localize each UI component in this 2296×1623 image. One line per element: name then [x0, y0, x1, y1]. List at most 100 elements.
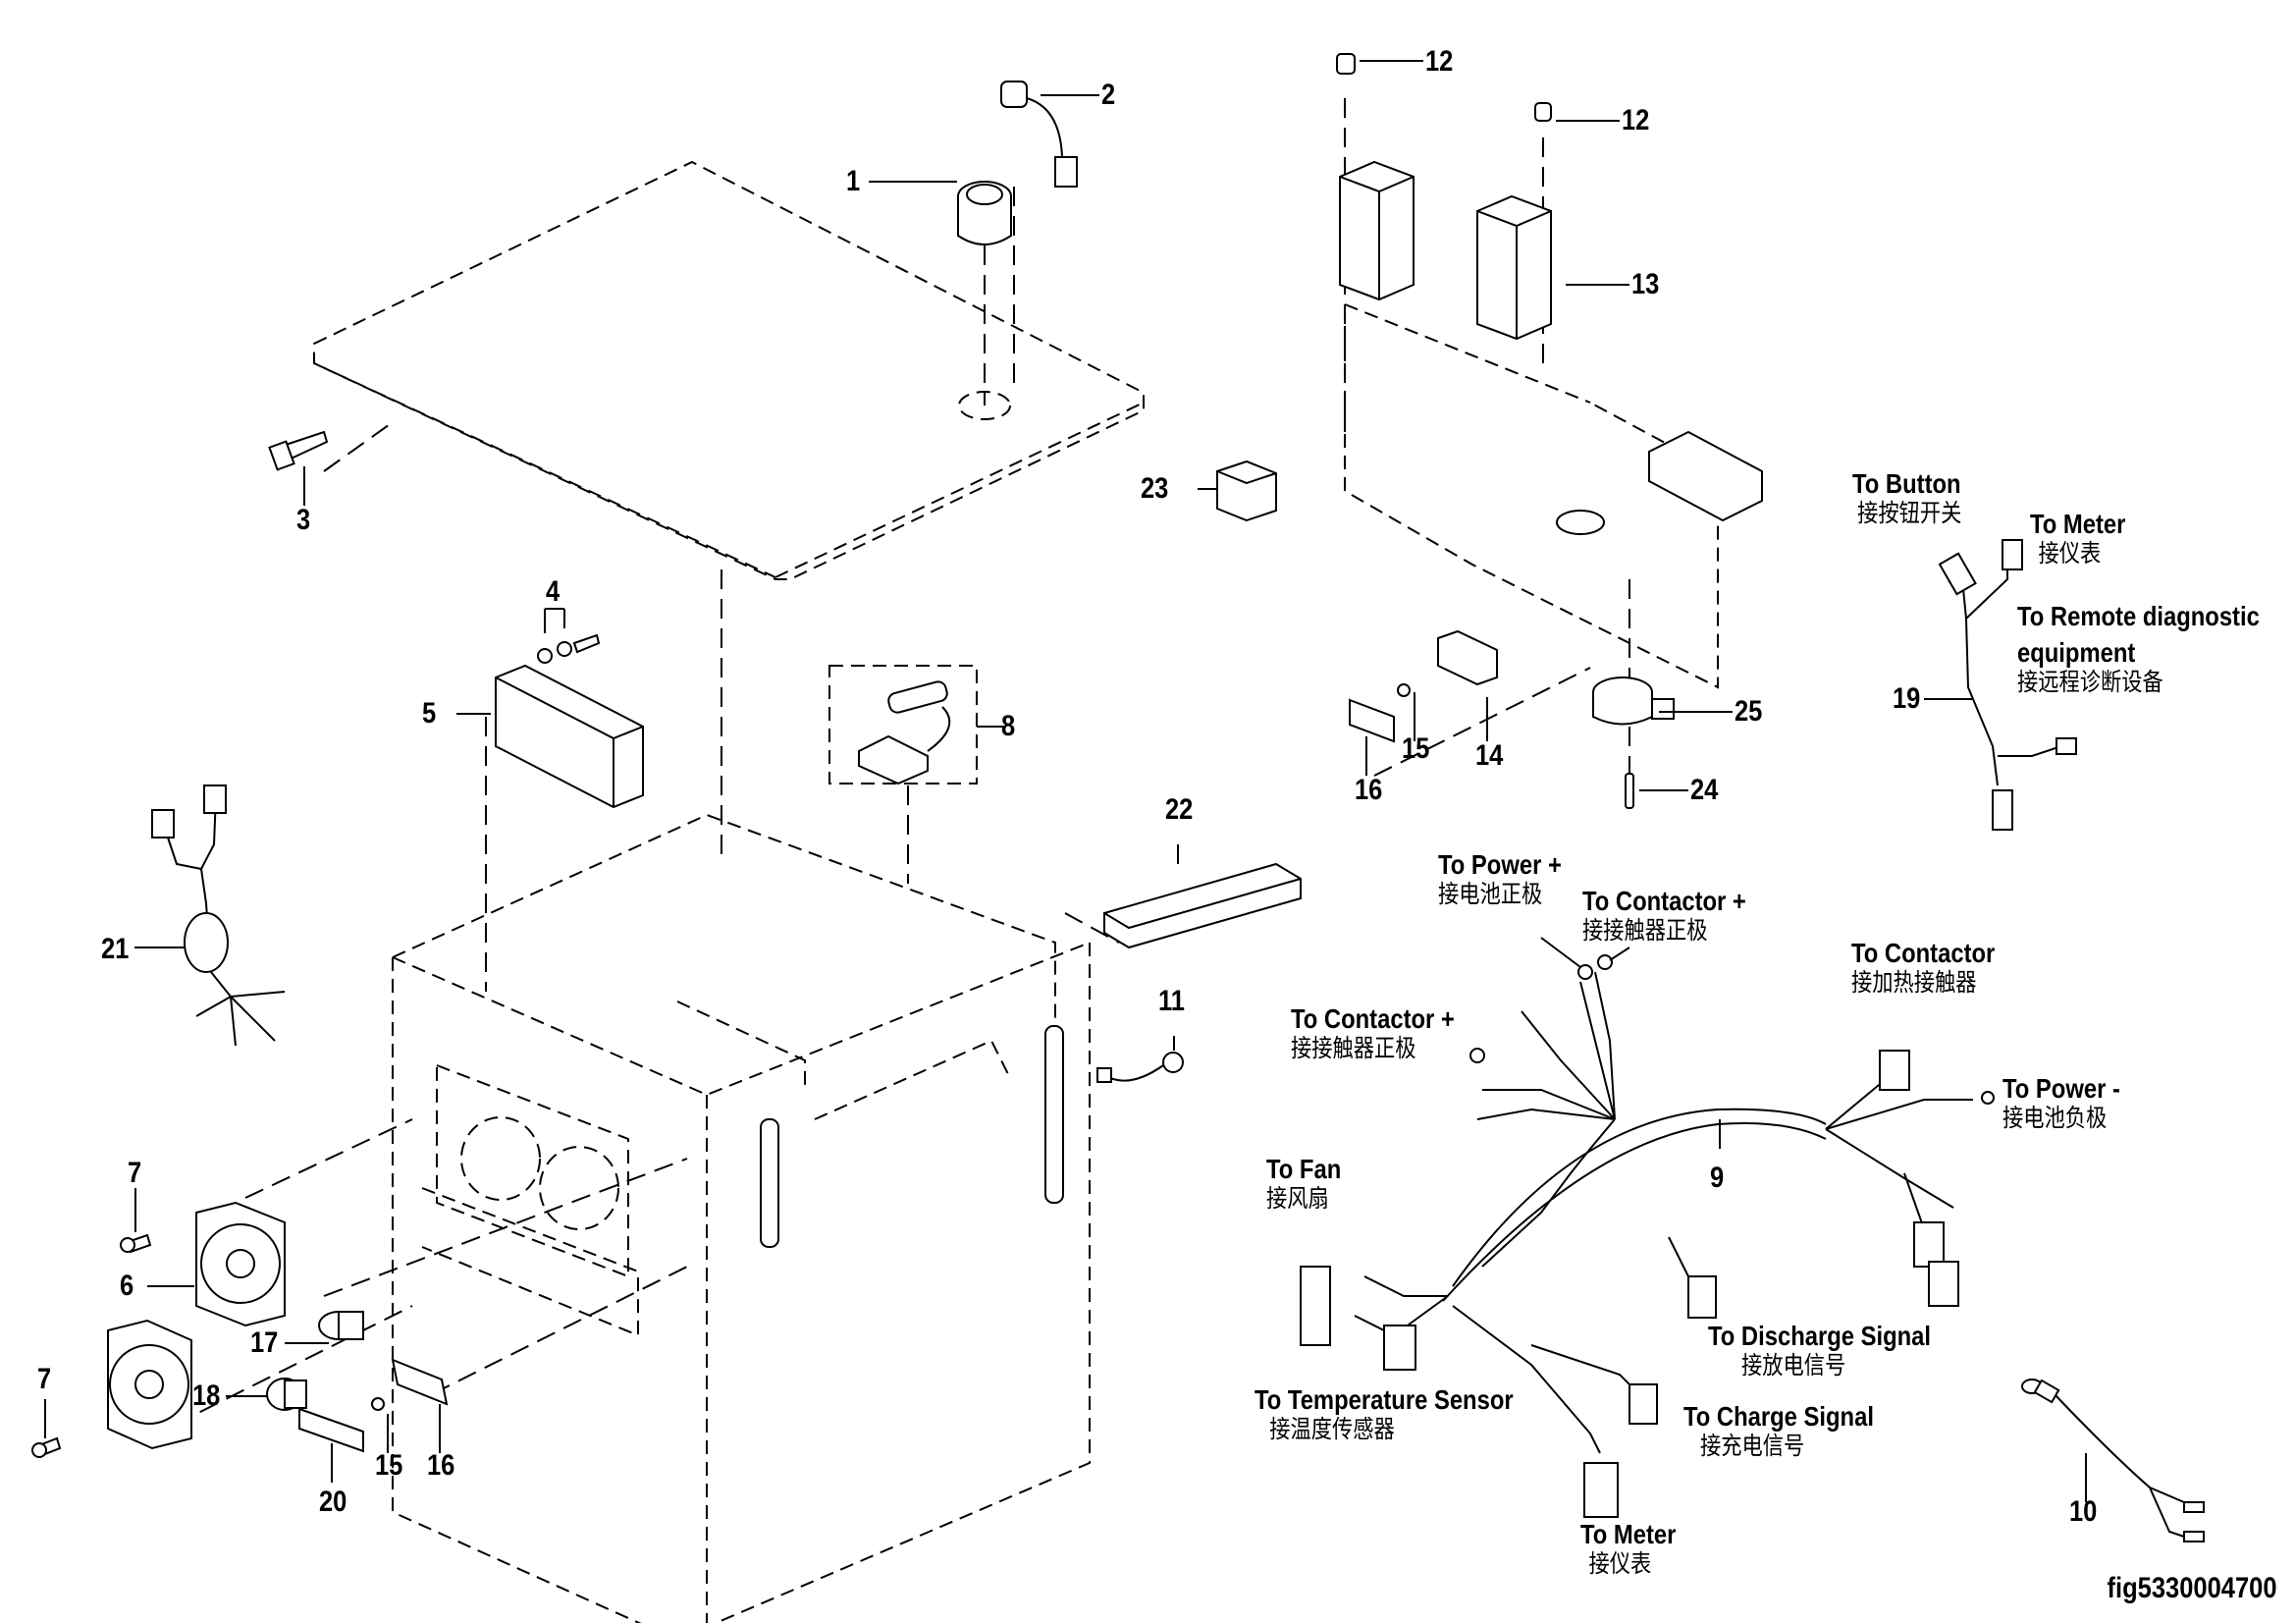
note-9-to-discharge-signal: To Discharge Signal 接放电信号 [1708, 1321, 1931, 1380]
part-6-cooling-fan-2 [107, 1319, 192, 1450]
callout-12a: 12 [1425, 45, 1454, 78]
note-zh: 接温度传感器 [1269, 1415, 1395, 1443]
part-8-sensor [828, 665, 978, 785]
note-zh: 接电池正极 [1438, 880, 1543, 908]
part-15-screw-right [1397, 683, 1411, 697]
part-18-grommet [266, 1378, 307, 1411]
note-zh: 接加热接触器 [1851, 968, 1977, 997]
callout-11: 11 [1158, 985, 1185, 1017]
callout-1: 1 [846, 165, 861, 197]
note-en: To Charge Signal [1683, 1401, 1874, 1432]
callout-23: 23 [1141, 472, 1169, 505]
callout-14: 14 [1475, 739, 1504, 772]
note-9-to-contactor-heater: To Contactor 接加热接触器 [1851, 938, 1995, 998]
part-21-harness [151, 784, 286, 1047]
note-en: To Power + [1438, 849, 1562, 880]
part-3-bolt [268, 430, 329, 471]
note-9-to-temperature-sensor: To Temperature Sensor 接温度传感器 [1255, 1384, 1514, 1444]
note-19-to-meter: To Meter 接仪表 [2030, 509, 2125, 568]
callout-21: 21 [101, 933, 130, 965]
callout-24: 24 [1690, 774, 1719, 806]
note-zh: 接远程诊断设备 [2017, 668, 2163, 696]
callout-25: 25 [1735, 695, 1763, 728]
callout-16b: 16 [427, 1449, 455, 1482]
callout-7b: 7 [37, 1363, 52, 1395]
callout-16a: 16 [1355, 774, 1383, 806]
note-zh: 接按钮开关 [1857, 499, 1962, 527]
callout-22: 22 [1165, 793, 1194, 826]
part-9-main-harness [1300, 954, 1995, 1518]
note-zh: 接接触器正极 [1291, 1034, 1416, 1062]
callout-15a: 15 [1402, 732, 1430, 765]
part-20-fuse [298, 1407, 364, 1453]
callout-6: 6 [120, 1270, 134, 1302]
callout-20: 20 [319, 1486, 347, 1518]
note-en: To Button [1852, 468, 1961, 499]
part-7-screws [31, 1233, 152, 1458]
note-zh: 接仪表 [1588, 1549, 1652, 1578]
callout-13: 13 [1631, 268, 1660, 300]
note-en: To Meter [2030, 509, 2126, 539]
note-19-to-remote-diagnostic: To Remote diagnostic equipment 接远程诊断设备 [2017, 601, 2260, 697]
note-en: To Fan [1266, 1154, 1342, 1184]
part-13-contactor [1339, 160, 1552, 341]
part-17-grommet [318, 1311, 364, 1340]
callout-17: 17 [250, 1326, 279, 1359]
part-12-bolts [1336, 53, 1552, 122]
part-14-fuse-holder [1437, 629, 1498, 686]
callout-8: 8 [1001, 710, 1016, 742]
note-zh: 接充电信号 [1700, 1432, 1805, 1460]
note-en-2: equipment [2017, 637, 2136, 668]
note-zh: 接风扇 [1266, 1184, 1329, 1213]
part-10-harness [2021, 1379, 2205, 1542]
callout-4: 4 [546, 575, 561, 608]
part-5-controller [495, 664, 644, 809]
callout-7a: 7 [128, 1157, 142, 1189]
callout-5: 5 [422, 697, 437, 730]
callout-9: 9 [1710, 1162, 1725, 1194]
part-2-push-button [1000, 81, 1078, 188]
note-en: To Power - [2002, 1073, 2120, 1104]
note-9-to-meter: To Meter 接仪表 [1580, 1519, 1676, 1579]
part-1-hour-meter [957, 181, 1012, 245]
note-9-to-power-positive: To Power + 接电池正极 [1438, 849, 1562, 909]
leader-lines [44, 60, 2087, 1502]
callout-15b: 15 [375, 1449, 403, 1482]
callout-18: 18 [192, 1380, 221, 1412]
note-en: To Remote diagnostic [2017, 601, 2260, 631]
battery-enclosure [392, 813, 1091, 1623]
note-19-to-button: To Button 接按钮开关 [1852, 468, 1961, 528]
part-15-screw-lower [371, 1397, 385, 1411]
note-9-to-fan: To Fan 接风扇 [1266, 1154, 1341, 1214]
note-en: To Contactor [1851, 938, 1996, 968]
callout-2: 2 [1101, 79, 1116, 111]
figure-id: fig5330004700 [2107, 1572, 2276, 1604]
part-16-fuse-right [1349, 698, 1395, 743]
callout-10: 10 [2069, 1495, 2098, 1528]
note-zh: 接接触器正极 [1582, 916, 1708, 945]
part-22-fuse-block [1103, 862, 1302, 949]
note-zh: 接仪表 [2038, 539, 2102, 568]
part-11-connector [1096, 1052, 1184, 1083]
part-16-fuse-holder-lower [391, 1358, 449, 1406]
note-9-to-power-negative: To Power - 接电池负极 [2002, 1073, 2120, 1133]
cover-panel [313, 160, 1145, 580]
contactor-mounting-plate [1344, 303, 1763, 689]
note-zh: 接电池负极 [2002, 1104, 2108, 1132]
part-4-washer-set [537, 633, 601, 664]
note-en: To Meter [1580, 1519, 1677, 1549]
part-24-pin [1625, 773, 1634, 809]
callout-12b: 12 [1622, 104, 1650, 136]
note-en: To Discharge Signal [1708, 1321, 1932, 1351]
part-19-harness [1938, 539, 2077, 831]
note-en: To Contactor + [1291, 1003, 1455, 1034]
callout-19: 19 [1893, 682, 1921, 715]
note-9-to-charge-signal: To Charge Signal 接充电信号 [1683, 1401, 1874, 1461]
part-23-relay [1216, 460, 1277, 522]
note-zh: 接放电信号 [1741, 1351, 1846, 1380]
note-en: To Contactor + [1582, 886, 1746, 916]
note-9-to-contactor-positive-b: To Contactor + 接接触器正极 [1291, 1003, 1455, 1063]
callout-3: 3 [296, 504, 311, 536]
part-6-cooling-fan [195, 1201, 286, 1327]
